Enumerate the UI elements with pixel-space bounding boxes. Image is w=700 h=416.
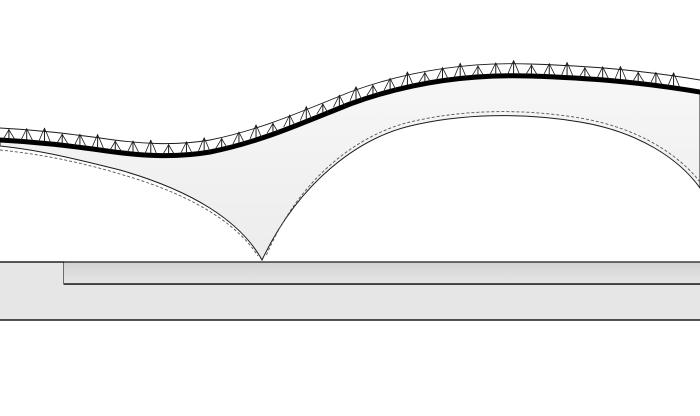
- mast: [333, 94, 346, 108]
- mast-stays: [38, 127, 51, 143]
- mast: [471, 64, 485, 77]
- mast: [38, 127, 51, 143]
- mast-stays: [436, 66, 449, 80]
- mast-stays: [489, 62, 503, 76]
- mast-stays: [667, 71, 680, 88]
- mast: [383, 77, 397, 91]
- mast-stays: [560, 61, 574, 77]
- mast: [266, 122, 280, 134]
- mast-stays: [249, 124, 263, 140]
- mast-stays: [401, 71, 414, 87]
- mast-stays: [215, 137, 228, 149]
- seam-left: [0, 149, 259, 257]
- mast-stays: [649, 71, 663, 85]
- mast-stays: [197, 137, 211, 153]
- mast: [144, 139, 158, 155]
- mast-stays: [20, 127, 34, 141]
- ground-slab: [0, 261, 700, 321]
- mast: [283, 114, 297, 128]
- mast: [55, 133, 69, 145]
- mast-stays: [299, 105, 313, 121]
- mast: [596, 66, 610, 80]
- mast-stays: [418, 71, 432, 83]
- mast: [578, 66, 592, 78]
- seam-arch: [265, 111, 700, 257]
- mast-stays: [2, 128, 16, 140]
- mast-stays: [471, 64, 485, 77]
- mast: [614, 65, 627, 81]
- mast: [249, 124, 263, 140]
- mast-stays: [507, 59, 520, 75]
- mast-stays: [596, 66, 610, 80]
- mast-stays: [144, 139, 158, 155]
- mast-stays: [108, 140, 122, 152]
- mast: [366, 84, 380, 96]
- mast-stays: [525, 64, 538, 76]
- mast: [489, 62, 503, 76]
- mast-stays: [349, 85, 363, 101]
- mast-row: [2, 59, 680, 155]
- mast: [180, 140, 193, 155]
- mast: [299, 105, 313, 121]
- mast-stays: [316, 103, 330, 115]
- mast-stays: [383, 77, 397, 91]
- mast: [507, 59, 520, 75]
- mast: [453, 62, 467, 78]
- mast-stays: [180, 140, 193, 155]
- mast-stays: [453, 62, 467, 78]
- mast-stays: [614, 65, 627, 81]
- mast-stays: [232, 131, 246, 145]
- mast-stays: [631, 71, 645, 83]
- mast-stays: [542, 62, 556, 76]
- mast-stays: [162, 143, 175, 155]
- mast: [162, 143, 175, 155]
- mast: [232, 131, 246, 145]
- mast: [108, 140, 122, 152]
- mast-stays: [366, 84, 380, 96]
- mast: [20, 127, 34, 141]
- main-ridge-cable: [0, 73, 700, 159]
- mast-stays: [578, 66, 592, 78]
- mast-stays: [126, 140, 140, 154]
- mast-stays: [73, 133, 87, 147]
- mast: [542, 62, 556, 76]
- mast: [197, 137, 211, 153]
- mast: [73, 133, 87, 147]
- mast: [525, 64, 538, 76]
- mast: [349, 85, 363, 101]
- mast: [436, 66, 449, 80]
- mast: [215, 137, 228, 149]
- mast: [649, 71, 663, 85]
- mast-stays: [266, 122, 280, 134]
- slab-top-face: [64, 262, 700, 284]
- mast-stays: [333, 94, 346, 108]
- mast: [2, 128, 16, 140]
- mast: [316, 103, 330, 115]
- mast: [91, 133, 104, 149]
- mast-stays: [55, 133, 69, 145]
- mast: [667, 71, 680, 88]
- mast: [401, 71, 414, 87]
- mast-stays: [283, 114, 297, 128]
- mast: [560, 61, 574, 77]
- mast: [631, 71, 645, 83]
- mast: [418, 71, 432, 83]
- mast-stays: [91, 133, 104, 149]
- mast: [126, 140, 140, 154]
